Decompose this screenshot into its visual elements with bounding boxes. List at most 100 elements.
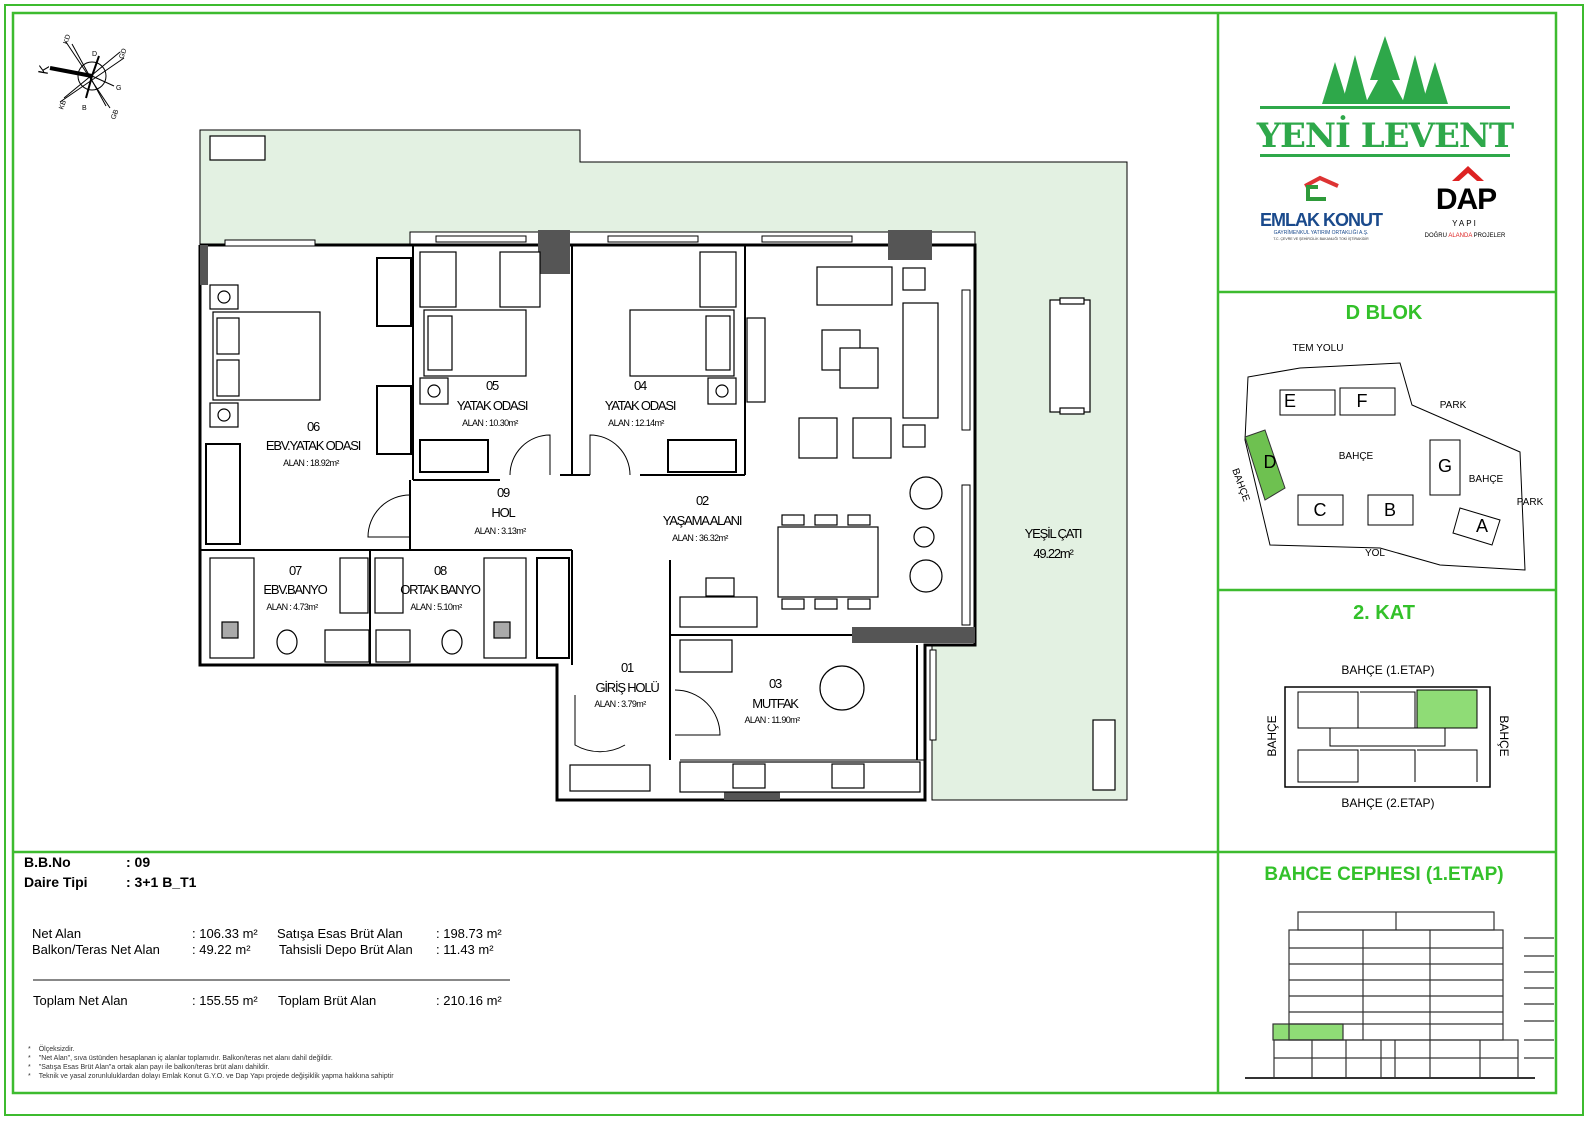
room-area: ALAN : 3.79m² [594, 699, 646, 709]
room-number: 08 [434, 563, 447, 578]
facade-elevation: BAHCE CEPHESI (1.ETAP) [1245, 864, 1554, 1079]
dap-name: DAP [1436, 183, 1496, 216]
terrace-name: YEŞİL ÇATI [1025, 526, 1082, 541]
compass-label: KB [58, 99, 68, 110]
net-area-label: Net Alan [32, 926, 82, 941]
sale-gross-label: Satışa Esas Brüt Alan [277, 926, 403, 941]
total-gross-value: : 210.16 m² [436, 993, 502, 1008]
room-area: ALAN : 4.73m² [266, 602, 318, 612]
floor-plan-walls [198, 243, 977, 802]
compass-north-label: K [35, 63, 52, 76]
unit-number-label: B.B.No [24, 854, 71, 870]
block-label: G [1438, 456, 1452, 476]
svg-text:DOĞRU ALANDA PROJELER: DOĞRU ALANDA PROJELER [1425, 232, 1506, 239]
compass-label: GB [110, 108, 120, 120]
room-number: 07 [289, 563, 302, 578]
room-number: 02 [696, 493, 709, 508]
block-label: A [1476, 516, 1488, 536]
unit-number-value: : 09 [126, 854, 151, 870]
dap-roof-icon [1452, 166, 1484, 181]
emlak-konut-logo: EMLAK KONUT GAYRİMENKUL YATIRIM ORTAKLIĞ… [1260, 175, 1384, 241]
block-label: F [1357, 391, 1368, 411]
room-area: ALAN : 36.32m² [672, 533, 728, 543]
total-net-value: : 155.55 m² [192, 993, 258, 1008]
compass-rose-icon: K KD D GD G GB B KB [35, 34, 129, 121]
room-name: EBV.BANYO [263, 582, 327, 597]
room-name: EBV.YATAK ODASI [266, 438, 361, 453]
emlak-konut-subtitle2: T.C. ÇEVRE VE ŞEHİRCİLİK BAKANLIĞI TOKİ … [1273, 236, 1369, 241]
block-label: B [1384, 500, 1396, 520]
floor-key-left-label: BAHÇE [1265, 715, 1279, 756]
room-area: ALAN : 3.13m² [474, 526, 526, 536]
room-number: 09 [497, 485, 510, 500]
site-plan: D BLOK A B C D E F G TEM YOLU PARK PARK … [1229, 302, 1544, 571]
room-labels: 01 GİRİŞ HOLÜ ALAN : 3.79m² 02 YAŞAMA AL… [263, 378, 1083, 725]
room-name: GİRİŞ HOLÜ [595, 680, 659, 695]
unit-type-label: Daire Tipi [24, 874, 88, 890]
floor-key-plan: 2. KAT BAHÇE (1.ETAP) BAHÇE (2.ETAP) BAH… [1265, 602, 1511, 810]
room-name: YAŞAMA ALANI [663, 513, 742, 528]
garden-label: BAHÇE [1469, 474, 1504, 485]
dap-yapi-logo: DAP YAPI DOĞRU ALANDA PROJELER [1425, 166, 1506, 239]
road-label: YOL [1365, 548, 1385, 559]
yeni-levent-logo: YENİ LEVENT [1256, 36, 1515, 157]
balcony-area-value: : 49.22 m² [192, 942, 251, 957]
unit-type-value: : 3+1 B_T1 [126, 874, 197, 890]
room-name: MUTFAK [752, 696, 799, 711]
sale-gross-value: : 198.73 m² [436, 926, 502, 941]
emlak-konut-name: EMLAK KONUT [1260, 210, 1383, 230]
room-name: ORTAK BANYO [400, 582, 481, 597]
balcony-area-label: Balkon/Teras Net Alan [32, 942, 160, 957]
block-label: C [1314, 500, 1327, 520]
room-name: YATAK ODASI [605, 398, 676, 413]
room-area: ALAN : 11.90m² [745, 715, 801, 725]
note-item: Teknik ve yasal zorunluluklardan dolayı … [28, 1072, 394, 1081]
columns [200, 230, 975, 800]
room-number: 03 [769, 676, 782, 691]
garden-label: BAHÇE [1229, 467, 1251, 503]
block-label: D [1264, 452, 1277, 472]
floor-key-top-label: BAHÇE (1.ETAP) [1341, 663, 1434, 677]
note-item: "Net Alan", sıva üstünden hesaplanan iç … [28, 1054, 394, 1063]
note-item: "Satışa Esas Brüt Alan"a ortak alan payı… [28, 1063, 394, 1072]
room-area: ALAN : 10.30m² [462, 418, 518, 428]
room-number: 04 [634, 378, 647, 393]
compass-label: D [92, 51, 97, 58]
floor-title: 2. KAT [1353, 602, 1415, 624]
compass-label: KD [62, 34, 72, 46]
room-number: 06 [307, 419, 320, 434]
road-label: TEM YOLU [1293, 343, 1344, 354]
compass-label: GD [118, 48, 128, 60]
storage-gross-value: : 11.43 m² [436, 942, 494, 957]
total-net-label: Toplam Net Alan [33, 993, 128, 1008]
windows [224, 235, 971, 741]
floor-key-bottom-label: BAHÇE (2.ETAP) [1341, 796, 1434, 810]
storage-gross-label: Tahsisli Depo Brüt Alan [279, 942, 413, 957]
compass-label: B [82, 105, 87, 112]
garden-label: BAHÇE [1339, 451, 1374, 462]
room-area: ALAN : 5.10m² [410, 602, 462, 612]
room-number: 01 [621, 660, 634, 675]
green-roof-terrace [199, 129, 1128, 801]
dap-slogan: DOĞRU [1425, 232, 1449, 239]
facade-title: BAHCE CEPHESI (1.ETAP) [1264, 864, 1503, 885]
compass-label: G [116, 85, 121, 92]
note-item: Ölçeksizdir. [28, 1045, 394, 1054]
project-name: YENİ LEVENT [1256, 115, 1514, 156]
room-name: YATAK ODASI [457, 398, 528, 413]
room-area: ALAN : 18.92m² [283, 458, 339, 468]
room-area: ALAN : 12.14m² [608, 418, 664, 428]
door-swings [367, 434, 721, 753]
park-label: PARK [1440, 400, 1467, 411]
dap-slogan: PROJELER [1472, 233, 1506, 239]
sheet-frame [4, 4, 1584, 1116]
site-plan-title: D BLOK [1346, 302, 1423, 324]
dap-slogan-accent: ALANDA [1448, 233, 1472, 239]
floor-key-right-label: BAHÇE [1497, 715, 1511, 756]
emlak-konut-subtitle: GAYRİMENKUL YATIRIM ORTAKLIĞI A.Ş. [1274, 229, 1369, 236]
terrace-area: 49.22m² [1033, 546, 1074, 561]
total-gross-label: Toplam Brüt Alan [278, 993, 377, 1008]
block-label: E [1284, 391, 1296, 411]
room-number: 05 [486, 378, 499, 393]
net-area-value: : 106.33 m² [192, 926, 258, 941]
